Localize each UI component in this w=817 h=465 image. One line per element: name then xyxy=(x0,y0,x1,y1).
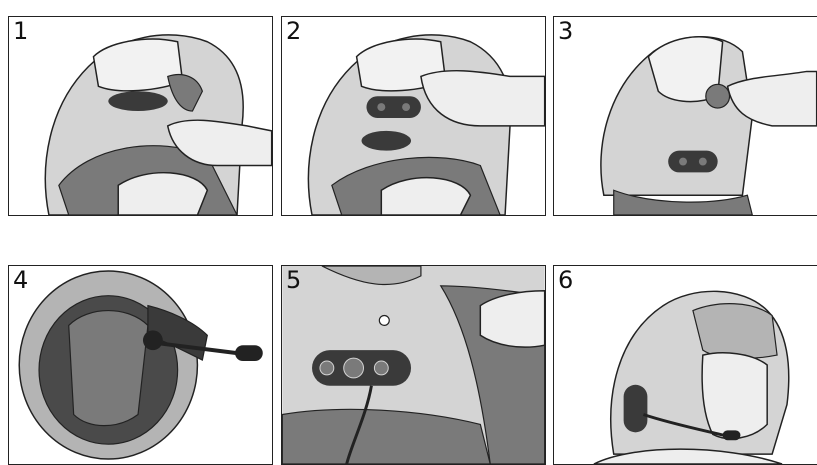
helmet-interior-mic-illustration xyxy=(9,266,272,464)
control-unit-closeup-illustration xyxy=(282,266,545,464)
step-panel-5: 5 xyxy=(281,265,546,465)
step-number: 6 xyxy=(558,266,573,294)
step-number: 3 xyxy=(558,17,573,45)
step-number: 2 xyxy=(286,17,301,45)
helmet-clamp-mount-illustration xyxy=(9,17,272,215)
step-number: 1 xyxy=(13,17,28,45)
step-panel-1: 1 xyxy=(8,16,273,216)
step-panel-4: 4 xyxy=(8,265,273,465)
step-panel-6: 6 xyxy=(553,265,817,465)
helmet-attach-pad-illustration xyxy=(282,17,545,215)
step-number: 4 xyxy=(13,266,28,294)
helmet-side-speaker-illustration xyxy=(554,17,817,215)
step-panel-3: 3 xyxy=(553,16,817,216)
step-panel-2: 2 xyxy=(281,16,546,216)
step-number: 5 xyxy=(286,266,301,294)
rider-wearing-helmet-illustration xyxy=(554,266,817,464)
